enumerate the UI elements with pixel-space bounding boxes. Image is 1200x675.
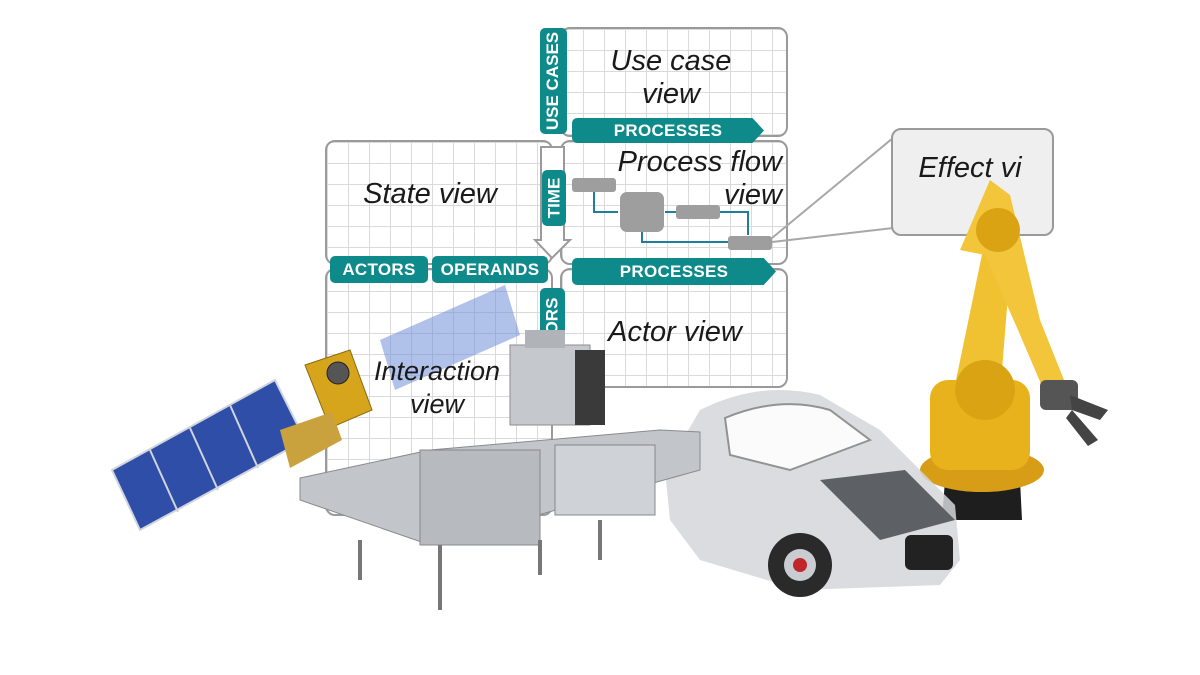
flow-box-4 <box>728 236 772 250</box>
actor-view-label: Actor view <box>608 316 742 348</box>
packaging-machine <box>299 330 701 610</box>
operands-tag: OPERANDS <box>432 256 548 283</box>
state-view-label: State view <box>363 178 497 210</box>
processes-mid-tag: PROCESSES <box>572 258 776 285</box>
time-tag: TIME <box>542 170 566 226</box>
flow-box-3 <box>676 205 720 219</box>
flow-arrows <box>593 192 749 243</box>
effect-connector-top <box>771 137 894 239</box>
robot-arm <box>920 180 1108 520</box>
process-flow-view-label: Process flow view <box>617 146 782 211</box>
interaction-view-label: Interaction view <box>373 356 501 419</box>
use-case-view-label: Use case view <box>610 45 732 110</box>
effect-connector-bottom <box>771 227 894 243</box>
use-cases-tag: USE CASES <box>540 28 567 134</box>
actors-tag: ACTORS <box>330 256 428 283</box>
satellite <box>110 285 520 532</box>
car <box>665 390 960 597</box>
flow-box-2 <box>620 192 664 232</box>
effect-view-label: Effect vi <box>918 152 1022 184</box>
processes-top-tag: PROCESSES <box>572 118 764 143</box>
flow-box-1 <box>572 178 616 192</box>
use-case-panel <box>560 27 788 137</box>
